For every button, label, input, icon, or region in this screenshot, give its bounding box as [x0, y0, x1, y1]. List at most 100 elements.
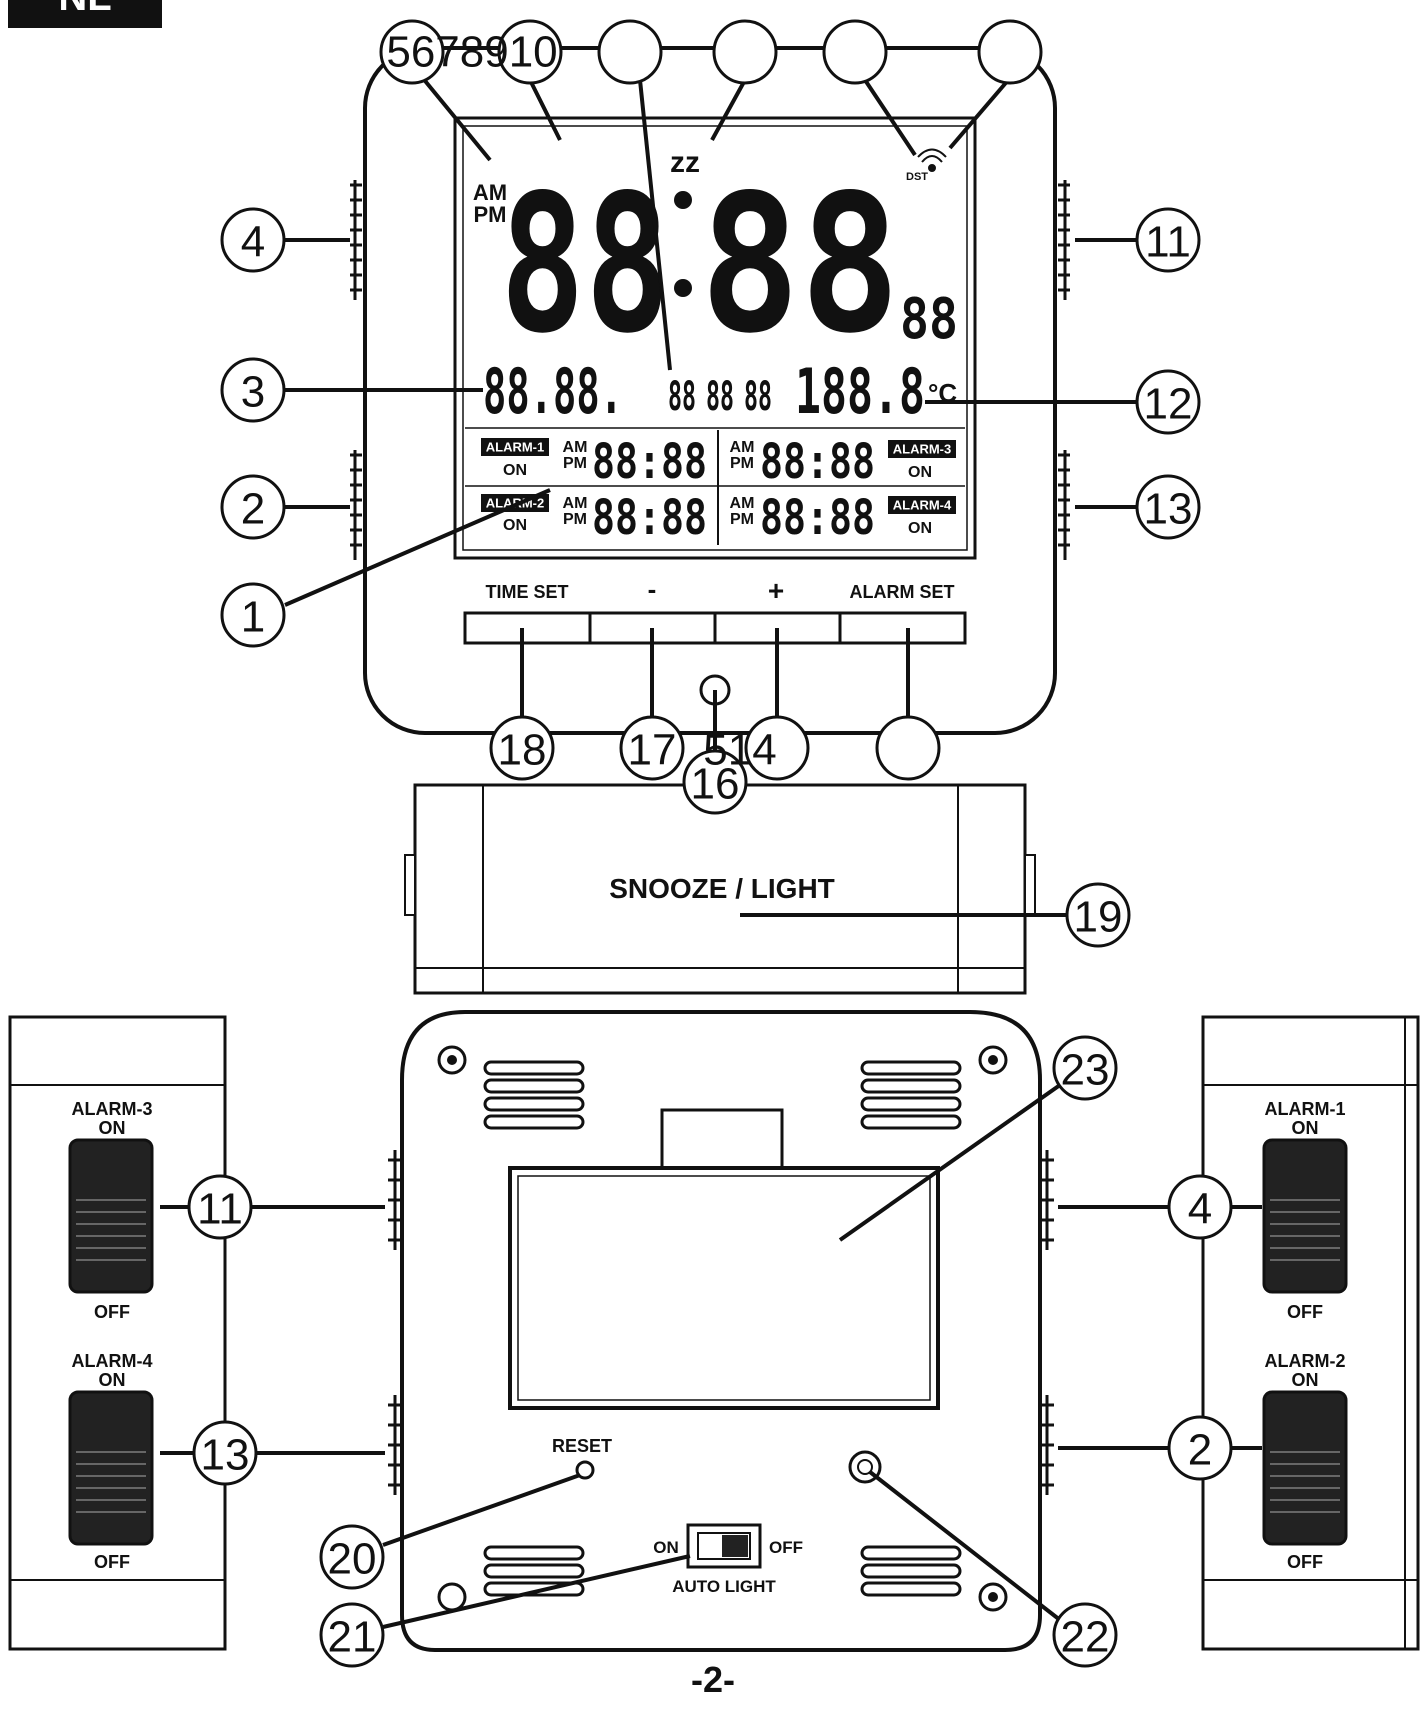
callout-numbers: 5678910 4 3 2 1 11 12 13 18 17 514 16 19…	[197, 28, 1212, 1662]
auto-light-off-label: OFF	[769, 1538, 803, 1557]
auto-light-switch-knob[interactable]	[722, 1535, 748, 1557]
alarm-4-pm: PM	[730, 511, 754, 528]
vent-bottom-right	[860, 1545, 962, 1597]
reset-label: RESET	[552, 1436, 612, 1456]
alarm-3-am: AM	[730, 439, 755, 456]
screw-top-right-center	[988, 1055, 998, 1065]
lcd-colon-top	[674, 191, 692, 209]
callout-side-left-13-label: 13	[201, 1431, 250, 1480]
alarm-4-switch-ridges	[76, 1451, 146, 1513]
alarm-2-pm: PM	[563, 511, 587, 528]
callout-12-label: 12	[1144, 380, 1193, 429]
minus-label: -	[648, 574, 657, 604]
vent-top-right	[860, 1060, 962, 1130]
lcd-am: AM	[473, 180, 507, 205]
alarm-3-switch[interactable]	[68, 1138, 154, 1294]
alarm-1-time: 88:88	[592, 434, 707, 490]
callout-top-3	[712, 19, 778, 85]
lcd-temperature: 188.8	[795, 355, 925, 428]
alarm-1-am: AM	[563, 439, 588, 456]
callout-top-5	[977, 19, 1043, 85]
alarm-4-switch[interactable]	[68, 1390, 154, 1546]
callout-21-label: 21	[328, 1613, 377, 1662]
alarm-4-switch-on: ON	[99, 1370, 126, 1390]
alarm-2-switch[interactable]	[1262, 1390, 1348, 1546]
callout-13-label: 13	[1144, 485, 1193, 534]
vent-bottom-left	[483, 1545, 585, 1597]
callout-4	[220, 207, 286, 273]
callout-side-right-4-label: 4	[1188, 1185, 1212, 1234]
lcd-screen	[453, 116, 977, 560]
alarm-3-switch-title: ALARM-3	[72, 1099, 153, 1119]
lcd-colon-bottom	[674, 279, 692, 297]
alarm-4-switch-off: OFF	[94, 1552, 130, 1572]
callout-20	[319, 1524, 385, 1590]
callout-1-label: 1	[241, 593, 265, 642]
alarm-2-switch-ridges	[1270, 1451, 1340, 1513]
callout-top-2	[597, 19, 663, 85]
language-tab	[8, 0, 162, 28]
callout-side-left-13	[192, 1420, 258, 1486]
alarm-1-switch-title: ALARM-1	[1265, 1099, 1346, 1119]
dc-jack-inner	[857, 1459, 873, 1475]
callout-20-label: 20	[328, 1535, 377, 1584]
callout-16-label: 16	[691, 760, 740, 809]
lcd-date: 88.88.	[483, 355, 623, 428]
lcd-seconds: 88	[900, 287, 958, 352]
page-number: -2-	[691, 1659, 735, 1700]
alarm-1-switch-ridges	[1270, 1199, 1340, 1261]
callout-side-right-4	[1167, 1174, 1233, 1240]
callout-18-label: 18	[498, 726, 547, 775]
alarm-1-switch[interactable]	[1262, 1138, 1348, 1294]
snooze-zz-icon: zz	[670, 146, 700, 179]
snooze-light-bar[interactable]	[413, 783, 1027, 995]
callout-17	[619, 715, 685, 781]
battery-cover-tab[interactable]	[660, 1108, 784, 1174]
alarm-3-state: ON	[908, 464, 932, 481]
alarm-1-state: ON	[503, 462, 527, 479]
callout-2-label: 2	[241, 485, 265, 534]
alarm-set-label: ALARM SET	[850, 582, 955, 602]
alarm-3-switch-on: ON	[99, 1118, 126, 1138]
back-knob-left-upper	[388, 1150, 402, 1250]
battery-compartment[interactable]	[508, 1166, 940, 1410]
callout-side-left-11	[187, 1174, 253, 1240]
callout-3-label: 3	[241, 368, 265, 417]
alarm-4-state: ON	[908, 520, 932, 537]
alarm-2-switch-title: ALARM-2	[1265, 1351, 1346, 1371]
alarm-1-switch-on: ON	[1292, 1118, 1319, 1138]
callout-22	[1052, 1602, 1118, 1668]
callout-2	[220, 474, 286, 540]
alarm-set-button[interactable]	[838, 611, 967, 645]
battery-compartment-inner	[517, 1175, 931, 1401]
alarm-4-am: AM	[730, 495, 755, 512]
side-panel-right: ALARM-1 ON OFF ALARM-2 ON OFF	[1201, 1015, 1420, 1651]
back-knob-right-lower	[1040, 1395, 1054, 1495]
screw-bottom-right-center	[988, 1592, 998, 1602]
leader-lines	[160, 63, 1262, 1629]
callout-top-1-label: 5678910	[386, 28, 557, 77]
alarm-3-badge-label: ALARM-3	[893, 442, 952, 457]
language-tab-label: NL	[58, 0, 111, 19]
callout-top-1	[379, 19, 445, 85]
front-view: AM PM 88 88 88 zz DST 88.88. 88 88 88 18…	[350, 46, 1070, 995]
callout-side-right-2-label: 2	[1188, 1426, 1212, 1475]
time-set-button[interactable]	[463, 611, 592, 645]
snooze-light-label: SNOOZE / LIGHT	[609, 873, 835, 904]
reset-button[interactable]	[575, 1460, 595, 1480]
callout-22-label: 22	[1061, 1613, 1110, 1662]
callout-side-left-11-label: 11	[197, 1185, 243, 1234]
side-knob-left-upper	[350, 180, 362, 300]
lcd-weekday-3: 88	[744, 374, 772, 420]
callouts	[187, 19, 1233, 1668]
callout-11-label: 11	[1145, 218, 1191, 267]
screw-bottom-left	[437, 1582, 467, 1612]
radio-signal-icon	[917, 148, 947, 172]
plus-label: +	[768, 575, 784, 606]
callout-11	[1135, 207, 1201, 273]
alarm-1-pm: PM	[563, 455, 587, 472]
side-knob-right-lower	[1058, 450, 1070, 560]
callout-17-label: 17	[628, 726, 677, 775]
side-panel-left: ALARM-3 ON OFF ALARM-4 ON OFF	[8, 1015, 227, 1651]
